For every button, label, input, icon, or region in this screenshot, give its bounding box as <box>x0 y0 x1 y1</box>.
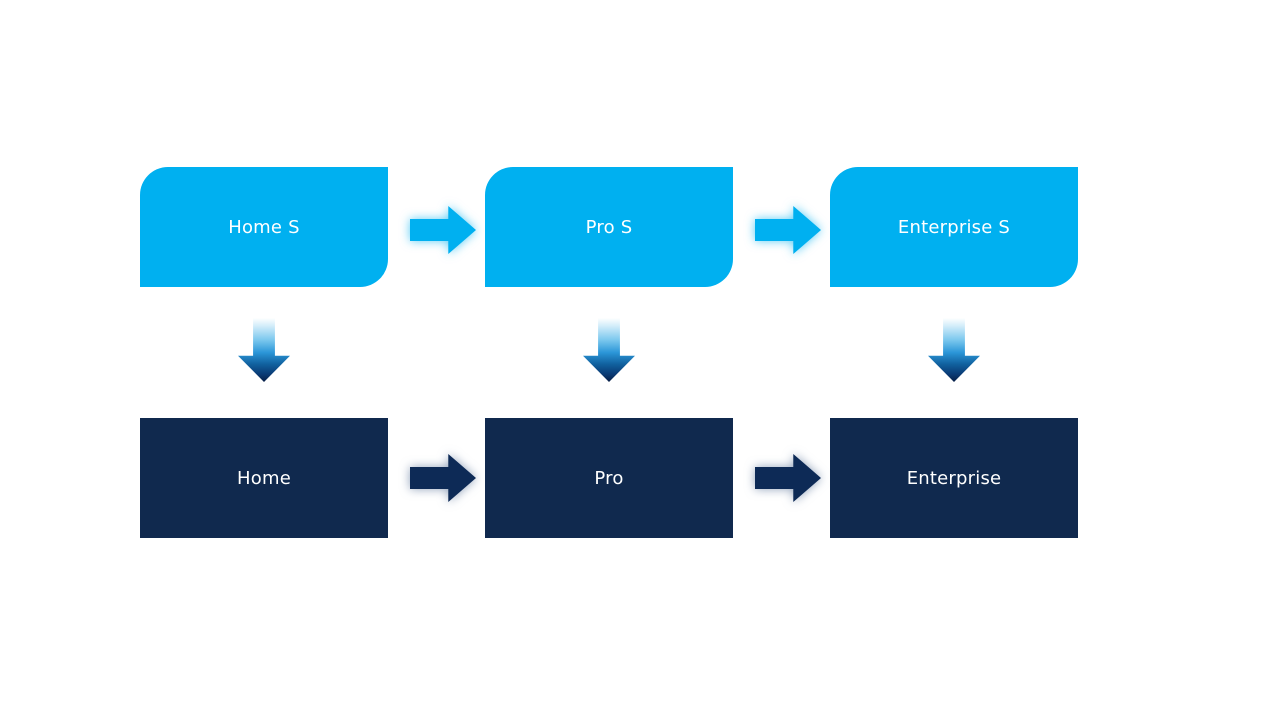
right-arrow-icon <box>410 206 476 254</box>
node-label: Home S <box>228 216 300 238</box>
node-home-s: Home S <box>140 167 388 287</box>
node-enterprise: Enterprise <box>830 418 1078 538</box>
node-pro: Pro <box>485 418 733 538</box>
down-arrow-icon <box>583 318 635 382</box>
node-label: Home <box>237 467 291 489</box>
right-arrow-shape <box>410 454 476 502</box>
right-arrow-icon <box>755 206 821 254</box>
right-arrow-shape <box>410 206 476 254</box>
node-enterprise-s: Enterprise S <box>830 167 1078 287</box>
down-arrow-icon <box>928 318 980 382</box>
node-label: Enterprise S <box>897 216 1011 238</box>
node-label: Pro <box>594 467 624 489</box>
right-arrow-shape <box>755 206 821 254</box>
node-label: Pro S <box>585 216 633 238</box>
right-arrow-icon <box>410 454 476 502</box>
node-label: Enterprise <box>906 467 1002 489</box>
node-pro-s: Pro S <box>485 167 733 287</box>
down-arrow-icon <box>238 318 290 382</box>
node-home: Home <box>140 418 388 538</box>
right-arrow-shape <box>755 454 821 502</box>
right-arrow-icon <box>755 454 821 502</box>
